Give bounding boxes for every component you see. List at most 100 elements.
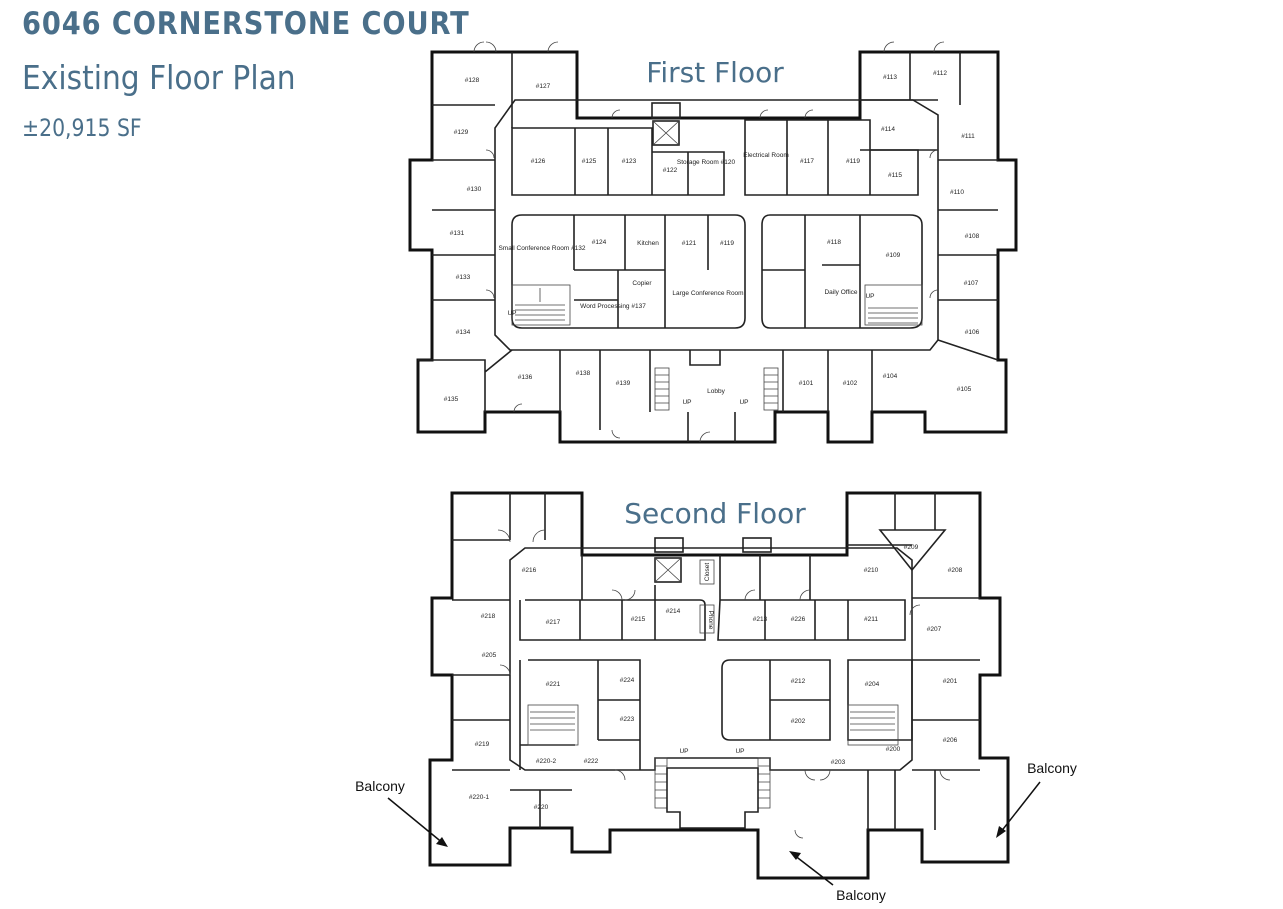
- room-label-219: #219: [475, 741, 490, 748]
- room-label-115: #115: [888, 172, 902, 179]
- left-wing-rooms: [418, 52, 513, 412]
- center-right-block-2f: [721, 659, 913, 741]
- room-label-119a: #119: [846, 158, 860, 165]
- room-label-kitchen: Kitchen: [637, 240, 659, 247]
- room-label-127: #127: [536, 83, 551, 90]
- room-label-118: #118: [827, 239, 841, 246]
- room-label-203: #203: [831, 759, 846, 766]
- room-label-206: #206: [943, 737, 958, 744]
- bottom-rooms: [559, 350, 873, 442]
- room-209-wedge: [878, 529, 947, 572]
- room-label-221: #221: [546, 681, 561, 688]
- page-title: 6046 CORNERSTONE COURT: [22, 6, 470, 42]
- stair-label-up-2f-1: UP: [679, 748, 688, 755]
- elevator-x-icon-2f: [654, 557, 682, 583]
- room-label-128: #128: [465, 77, 480, 84]
- first-floor-plan: First Floor: [408, 41, 1018, 444]
- stair-label-up-2f-2: UP: [735, 748, 744, 755]
- second-floor-stairs: [527, 704, 899, 829]
- second-floor-corridor: [509, 547, 913, 771]
- balcony-arrows: [387, 781, 1041, 886]
- lobby-stairs: [654, 367, 779, 411]
- room-label-small-conf: Small Conference Room #132: [498, 245, 585, 252]
- phone-box: [699, 604, 715, 634]
- closet-box: [699, 559, 715, 585]
- room-label-129: #129: [454, 129, 469, 136]
- room-label-121: #121: [682, 240, 697, 247]
- room-label-218: #218: [481, 613, 496, 620]
- room-label-226: #226: [791, 616, 806, 623]
- room-label-113: #113: [883, 74, 897, 81]
- right-wing-rooms: [860, 52, 999, 361]
- room-label-220: #220: [534, 804, 549, 811]
- room-label-114: #114: [881, 126, 895, 133]
- room-label-220-2: #220-2: [536, 758, 557, 765]
- room-label-106: #106: [965, 329, 980, 336]
- room-label-105: #105: [957, 386, 972, 393]
- center-left-block: [511, 214, 746, 329]
- room-label-215: #215: [631, 616, 646, 623]
- top-bump-2f-a: [654, 537, 684, 553]
- stair-label-up-4: UP: [865, 293, 874, 300]
- room-label-122: #122: [663, 167, 678, 174]
- top-bump-2f-b: [742, 537, 772, 553]
- balcony-label-left: Balcony: [355, 778, 405, 794]
- balcony-label-right: Balcony: [1027, 760, 1077, 776]
- room-label-130: #130: [467, 186, 482, 193]
- room-label-123: #123: [622, 158, 637, 165]
- room-label-207: #207: [927, 626, 942, 633]
- room-label-204: #204: [865, 681, 880, 688]
- second-floor-plan: Second Floor: [355, 491, 1077, 903]
- center-left-block-2f: [519, 659, 641, 770]
- room-label-138: #138: [576, 370, 591, 377]
- room-label-200: #200: [886, 746, 901, 753]
- room-label-135: #135: [444, 396, 459, 403]
- balcony-label-bottom: Balcony: [836, 887, 886, 903]
- first-floor-corridor-outer: [494, 99, 939, 351]
- room-label-119b: #119: [720, 240, 734, 247]
- room-label-102: #102: [843, 380, 858, 387]
- room-label-124: #124: [592, 239, 607, 246]
- first-floor-stairs-right: [864, 284, 923, 326]
- first-floor-label: First Floor: [646, 56, 784, 89]
- room-label-closet: Closet: [704, 563, 711, 582]
- room-label-139: #139: [616, 380, 631, 387]
- room-label-109: #109: [886, 252, 901, 259]
- door-swings-first: [473, 41, 945, 443]
- first-floor-stairs-left: [511, 284, 571, 326]
- room-label-212: #212: [791, 678, 806, 685]
- room-label-117: #117: [800, 158, 814, 165]
- room-label-111: #111: [961, 133, 975, 140]
- square-footage: ±20,915 SF: [22, 114, 142, 142]
- room-label-211: #211: [864, 616, 878, 623]
- upper-rooms-2f: [519, 555, 906, 641]
- room-label-210: #210: [864, 567, 879, 574]
- stair-label-up-2: UP: [682, 399, 691, 406]
- center-right-block: [761, 214, 923, 329]
- room-label-word: Word Processing #137: [580, 303, 646, 310]
- stair-label-up-1: UP: [507, 310, 516, 317]
- room-label-202: #202: [791, 718, 806, 725]
- room-label-daily: Daily Office: [824, 289, 857, 296]
- room-label-220-1: #220-1: [469, 794, 490, 801]
- door-swings-second: [497, 529, 951, 839]
- room-label-216: #216: [522, 567, 537, 574]
- room-label-217: #217: [546, 619, 561, 626]
- room-label-storage: Storage Room #120: [677, 159, 736, 166]
- room-label-205: #205: [482, 652, 497, 659]
- room-label-125: #125: [582, 158, 597, 165]
- room-label-201: #201: [943, 678, 958, 685]
- elevator-shaft-2f: [654, 557, 682, 583]
- room-label-112: #112: [933, 70, 947, 77]
- room-label-209: #209: [904, 544, 919, 551]
- room-label-large-conf: Large Conference Room: [672, 290, 743, 297]
- room-label-223: #223: [620, 716, 635, 723]
- room-label-208: #208: [948, 567, 963, 574]
- room-label-126: #126: [531, 158, 546, 165]
- room-label-133: #133: [456, 274, 471, 281]
- room-label-copier: Copier: [632, 280, 652, 287]
- room-label-131: #131: [450, 230, 465, 237]
- second-floor-label: Second Floor: [624, 497, 806, 530]
- room-label-224: #224: [620, 677, 635, 684]
